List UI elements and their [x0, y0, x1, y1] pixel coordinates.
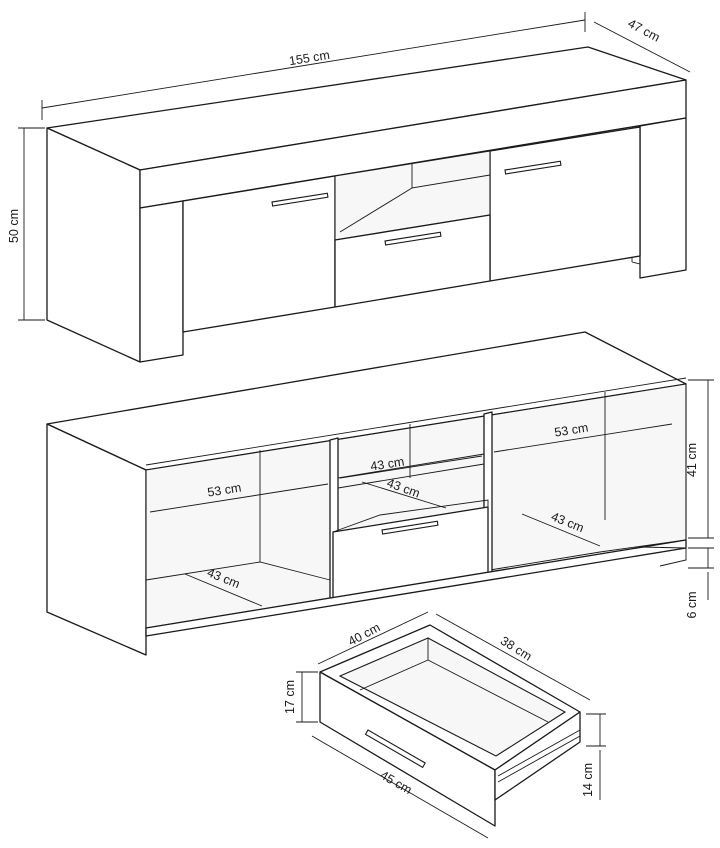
cabinet-left-side — [46, 127, 141, 363]
open-drawer-handle — [381, 520, 439, 535]
drawer-detail — [319, 624, 581, 827]
drawer-side — [494, 711, 581, 801]
drawer-outer-depth-label: 40 cm — [346, 620, 383, 648]
left-width-label: 53 cm — [206, 480, 242, 499]
left-door-handle — [271, 192, 329, 207]
right-door — [489, 126, 641, 282]
drawer-front-height-label: 17 cm — [283, 680, 297, 714]
open-cabinet — [46, 331, 687, 656]
drawer-front-handle — [364, 729, 426, 769]
right-door-handle — [504, 160, 562, 175]
middle-width-label: 43 cm — [369, 454, 405, 473]
plinth-height-label: 6 cm — [685, 591, 699, 618]
open-cabinet-left-side — [46, 423, 147, 656]
depth-label: 47 cm — [626, 16, 663, 44]
drawer-side-height-label: 14 cm — [581, 763, 595, 797]
right-width-label: 53 cm — [553, 420, 589, 439]
drawer-interior — [338, 637, 567, 757]
middle-drawer-front — [334, 214, 491, 308]
closed-cabinet — [46, 46, 687, 363]
left-leg — [139, 200, 184, 363]
drawer-handle — [384, 231, 442, 246]
inner-height-label: 41 cm — [685, 443, 699, 477]
width-label: 155 cm — [288, 48, 331, 68]
height-label: 50 cm — [7, 209, 21, 243]
drawer-front-panel — [319, 671, 496, 827]
right-leg — [639, 117, 687, 279]
